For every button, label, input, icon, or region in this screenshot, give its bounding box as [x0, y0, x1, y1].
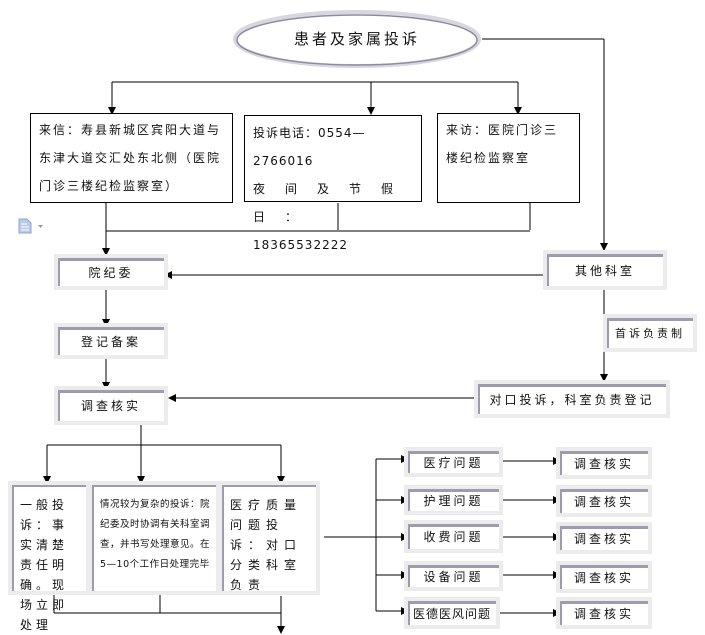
quality-complaint-box: 医疗质量问题投诉：对口分类科室负责 — [218, 481, 320, 595]
issue-action-label: 调查核实 — [573, 570, 634, 585]
channel-visit: 来访：医院门诊三楼纪检监察室 — [437, 113, 580, 203]
issue-action: 调查核实 — [556, 447, 652, 479]
issue-category: 医疗问题 — [404, 447, 503, 477]
issue-category: 医德医风问题 — [404, 597, 500, 629]
complex-complaint-text: 情况较为复杂的投诉：院纪委及时协调有关科室调查，并书写处理意见。在5—10个工作… — [100, 499, 211, 570]
issue-category-label: 医德医风问题 — [412, 606, 491, 621]
issue-category: 护理问题 — [404, 485, 503, 515]
title-ellipse-outer — [233, 10, 481, 68]
committee-box: 院纪委 — [54, 254, 168, 290]
issue-action: 调查核实 — [556, 561, 652, 593]
register-box: 登记备案 — [54, 323, 168, 359]
dept-register-label: 对口投诉，科室负责登记 — [489, 392, 655, 407]
flow-title: 患者及家属投诉 — [293, 30, 420, 48]
phone-line-1: 投诉电话：0554—2766016 — [253, 126, 366, 168]
issue-category: 设备问题 — [404, 561, 503, 591]
register-label: 登记备案 — [80, 334, 141, 349]
issue-action-label: 调查核实 — [573, 606, 634, 621]
quality-complaint-text: 医疗质量问题投诉：对口分类科室负责 — [230, 498, 303, 592]
investigate-box: 调查核实 — [54, 386, 168, 425]
document-icon[interactable] — [18, 218, 43, 234]
title-ellipse-shade — [236, 14, 478, 66]
issue-category-label: 医疗问题 — [423, 455, 484, 470]
general-complaint-box: 一般投诉：事实清楚责任明确。现场立即处理 — [8, 481, 90, 632]
complex-complaint-box: 情况较为复杂的投诉：院纪委及时协调有关科室调查，并书写处理意见。在5—10个工作… — [88, 481, 220, 595]
investigate-label: 调查核实 — [80, 399, 141, 413]
dept-register-box: 对口投诉，科室负责登记 — [474, 380, 670, 418]
issue-action: 调查核实 — [556, 485, 652, 517]
phone-line-3: 18365532222 — [253, 238, 348, 252]
other-dept-label: 其他科室 — [574, 263, 635, 278]
issue-category: 收费问题 — [404, 520, 503, 553]
channel-letter: 来信：寿县新城区宾阳大道与东津大道交汇处东北侧（医院门诊三楼纪检监察室） — [30, 113, 233, 203]
first-responsibility-box: 首诉负责制 — [603, 314, 697, 352]
issue-action-label: 调查核实 — [573, 494, 634, 509]
issue-action-label: 调查核实 — [573, 456, 634, 471]
phone-line-2: 夜间及节假日： — [253, 182, 414, 224]
other-dept-box: 其他科室 — [543, 250, 667, 290]
issue-action: 调查核实 — [556, 597, 652, 629]
channel-phone: 投诉电话：0554—2766016 夜间及节假日： 18365532222 — [244, 115, 422, 252]
general-complaint-text: 一般投诉：事实清楚责任明确。现场立即处理 — [20, 498, 69, 632]
channel-visit-text: 来访：医院门诊三楼纪检监察室 — [446, 123, 559, 165]
issue-action: 调查核实 — [556, 522, 652, 554]
channel-letter-text: 来信：寿县新城区宾阳大道与东津大道交汇处东北侧（医院门诊三楼纪检监察室） — [39, 123, 222, 193]
issue-category-label: 护理问题 — [423, 493, 484, 508]
issue-category-label: 收费问题 — [423, 530, 484, 544]
first-responsibility-label: 首诉负责制 — [615, 327, 685, 340]
issue-action-label: 调查核实 — [573, 531, 634, 546]
committee-label: 院纪委 — [88, 265, 134, 280]
issue-category-label: 设备问题 — [423, 569, 484, 584]
